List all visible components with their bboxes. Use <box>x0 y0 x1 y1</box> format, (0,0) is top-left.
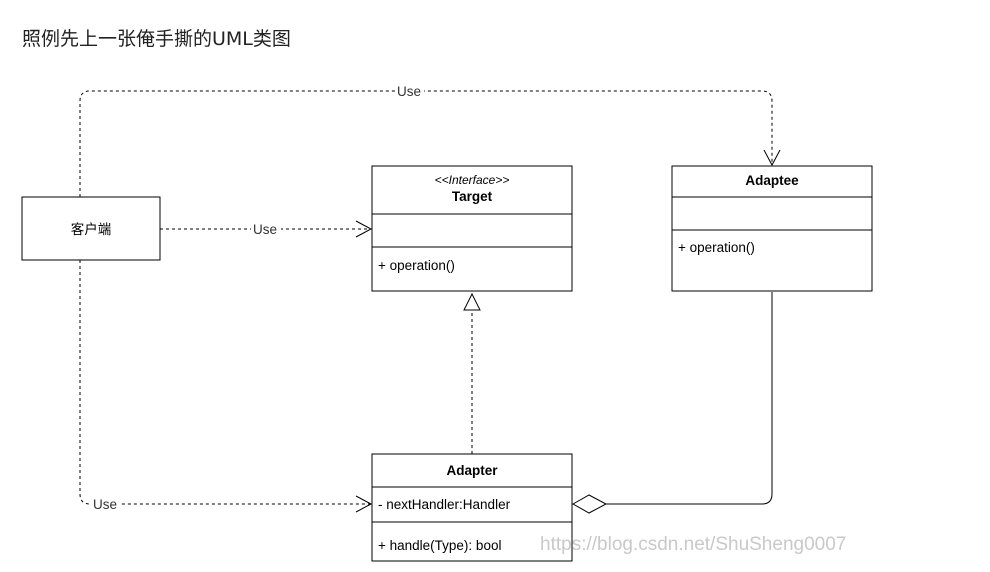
watermark: https://blog.csdn.net/ShuSheng0007 <box>540 534 846 555</box>
edge-label-use-adapter: Use <box>93 497 117 512</box>
edge-client-adapter <box>79 260 371 505</box>
target-class-box: <<Interface>> Target + operation() <box>371 165 573 292</box>
adapter-method: + handle(Type): bool <box>378 538 501 553</box>
edge-label-use-target: Use <box>253 222 277 237</box>
adaptee-name: Adaptee <box>745 173 799 188</box>
edge-client-adaptee-arrowhead <box>763 149 781 167</box>
aggregation-diamond <box>571 494 608 514</box>
adaptee-class-box: Adaptee + operation() <box>671 165 873 292</box>
client-box: 客户端 <box>21 196 161 261</box>
edge-adaptee-adapter-aggregation <box>606 292 773 505</box>
adapter-name: Adapter <box>446 463 498 478</box>
adapter-attribute: - nextHandler:Handler <box>378 497 511 512</box>
page-title: 照例先上一张俺手撕的UML类图 <box>22 28 291 50</box>
adaptee-method: + operation() <box>678 240 755 255</box>
target-name: Target <box>452 189 493 204</box>
target-method: + operation() <box>378 258 455 273</box>
adapter-class-box: Adapter - nextHandler:Handler + handle(T… <box>371 453 573 562</box>
edge-client-target-arrowhead <box>355 220 373 238</box>
target-stereotype: <<Interface>> <box>435 173 510 187</box>
realization-triangle <box>463 292 481 311</box>
edge-client-adapter-arrowhead <box>355 495 373 513</box>
edge-label-use-adaptee: Use <box>397 84 421 99</box>
client-label: 客户端 <box>71 221 112 237</box>
